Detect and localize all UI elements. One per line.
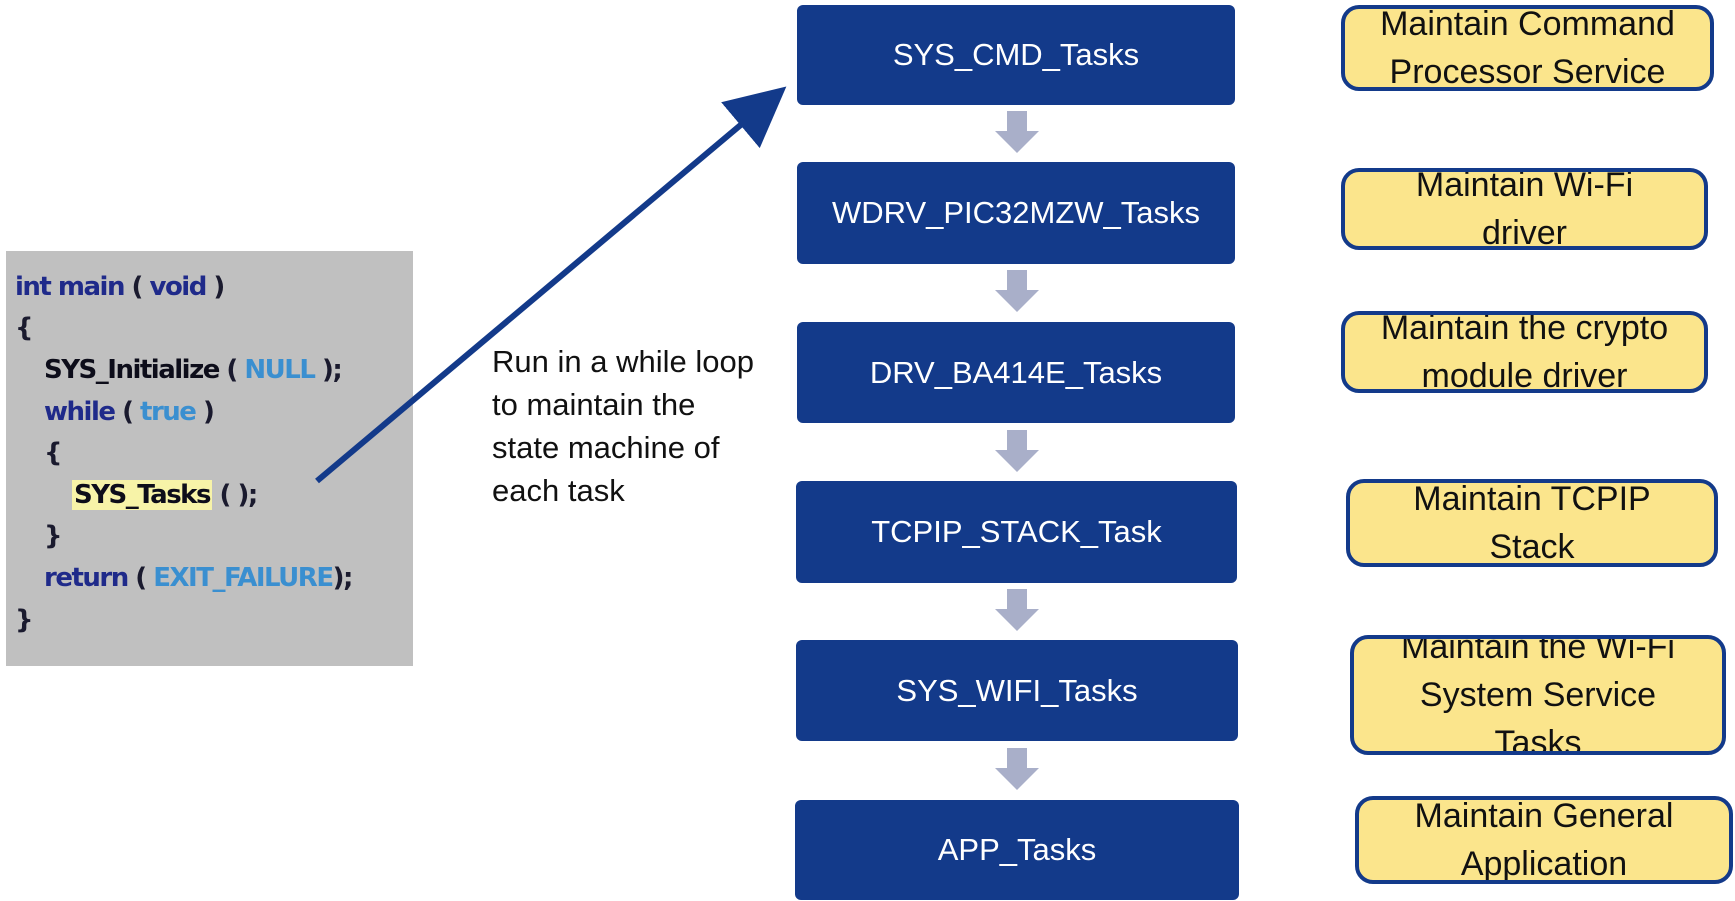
code-punct: { <box>15 313 34 343</box>
task-box-wdrv: WDRV_PIC32MZW_Tasks <box>797 162 1235 264</box>
code-function: main <box>57 272 126 302</box>
code-line-initialize: SYS_Initialize ( NULL ); <box>44 350 343 390</box>
note-tcpip: Maintain TCPIP Stack <box>1346 479 1718 567</box>
flow-down-arrow-icon <box>995 270 1039 312</box>
note-app: Maintain General Application <box>1355 796 1733 884</box>
code-line-loop-open: { <box>44 433 63 473</box>
code-line-loop-close: } <box>44 516 63 556</box>
code-keyword: void <box>149 272 208 302</box>
task-label: SYS_CMD_Tasks <box>892 37 1140 72</box>
note-wdrv: Maintain Wi-Fi driver <box>1341 168 1708 250</box>
note-line: module driver <box>1421 357 1628 393</box>
code-line-close-brace: } <box>15 600 34 640</box>
code-punct: ) <box>202 397 215 427</box>
code-constant: EXIT_FAILURE <box>153 563 334 593</box>
code-punct: ); <box>321 355 343 385</box>
code-line-open-brace: { <box>15 308 34 348</box>
note-sys-wifi: Maintain the Wi-Fi System Service Tasks <box>1350 635 1726 755</box>
task-label: DRV_BA414E_Tasks <box>869 354 1163 390</box>
code-punct: } <box>44 521 63 551</box>
flow-down-arrow-icon <box>995 111 1039 153</box>
code-panel: int main ( void ) { SYS_Initialize ( NUL… <box>6 251 413 666</box>
code-punct: ( ); <box>219 480 259 510</box>
note-sys-cmd: Maintain Command Processor Service <box>1341 5 1714 91</box>
annotation-line: to maintain the <box>492 387 696 422</box>
code-punct: ); <box>332 563 354 593</box>
task-label: SYS_WIFI_Tasks <box>896 672 1138 708</box>
task-label: TCPIP_STACK_Task <box>871 514 1162 549</box>
code-keyword: return <box>44 563 129 593</box>
code-constant: true <box>140 397 197 427</box>
note-line: System Service <box>1419 676 1657 714</box>
task-box-drv-ba414e: DRV_BA414E_Tasks <box>797 322 1235 423</box>
task-label: APP_Tasks <box>937 832 1097 867</box>
code-function: SYS_Initialize <box>44 355 220 385</box>
note-line: Maintain Wi-Fi <box>1415 168 1634 204</box>
note-line: Stack <box>1489 528 1575 566</box>
code-line-main: int main ( void ) <box>15 267 225 307</box>
code-punct: ) <box>213 272 225 302</box>
flow-down-arrow-icon <box>995 589 1039 631</box>
annotation-line: state machine of <box>492 430 720 465</box>
note-line: Processor Service <box>1389 53 1666 91</box>
annotation-line: Run in a while loop <box>492 344 754 379</box>
note-line: Maintain Command <box>1380 5 1675 43</box>
note-line: Maintain the crypto <box>1380 311 1669 347</box>
code-punct: ( <box>131 272 144 302</box>
code-punct: ( <box>135 563 147 593</box>
code-line-sys-tasks: SYS_Tasks ( ); <box>72 475 259 515</box>
note-drv-ba414e: Maintain the crypto module driver <box>1341 311 1708 393</box>
loop-annotation: Run in a while loop to maintain the stat… <box>492 340 792 512</box>
code-constant: NULL <box>244 355 316 385</box>
code-punct: ( <box>226 355 238 385</box>
task-box-sys-cmd: SYS_CMD_Tasks <box>797 5 1235 105</box>
code-line-while: while ( true ) <box>44 392 215 432</box>
task-box-app: APP_Tasks <box>795 800 1239 900</box>
code-line-return: return ( EXIT_FAILURE); <box>44 558 354 598</box>
code-keyword: while <box>44 397 116 427</box>
note-line: Application <box>1460 845 1628 883</box>
code-keyword: int <box>15 272 52 302</box>
task-label: WDRV_PIC32MZW_Tasks <box>831 195 1201 230</box>
code-punct: { <box>44 438 63 468</box>
note-line: Maintain TCPIP <box>1413 480 1651 518</box>
code-punct: } <box>15 605 34 635</box>
note-line: Maintain the Wi-Fi <box>1401 635 1675 666</box>
annotation-line: each task <box>492 473 625 508</box>
flow-down-arrow-icon <box>995 748 1039 790</box>
note-line: driver <box>1481 214 1568 250</box>
code-function-highlighted: SYS_Tasks <box>72 480 212 510</box>
task-box-tcpip: TCPIP_STACK_Task <box>796 481 1237 583</box>
note-line: Maintain General <box>1414 797 1674 835</box>
task-box-sys-wifi: SYS_WIFI_Tasks <box>796 640 1238 741</box>
code-punct: ( <box>122 397 134 427</box>
flow-down-arrow-icon <box>995 430 1039 472</box>
note-line: Tasks <box>1494 724 1582 755</box>
